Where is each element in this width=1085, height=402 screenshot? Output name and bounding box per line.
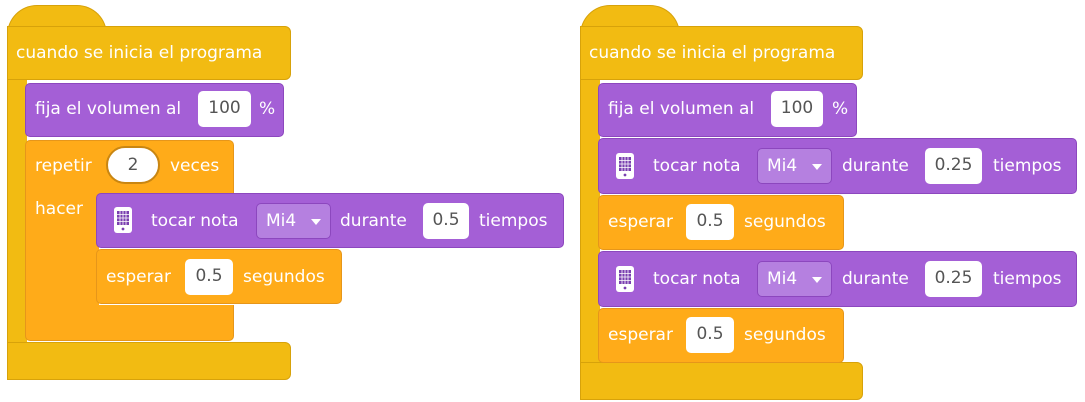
event-tail-left [7,342,291,380]
note-value: Mi4 [266,211,297,231]
play-note-label: tocar nota [151,211,239,231]
play-note-block-right-1[interactable] [598,138,1077,194]
volume-input-left[interactable]: 100 [198,91,251,127]
event-block-left[interactable] [7,26,291,80]
beats-label: tiempos [993,269,1062,289]
beats-label: tiempos [993,156,1062,176]
play-note-label: tocar nota [653,269,741,289]
note-dropdown-left[interactable]: Mi4 [256,203,331,239]
seconds-label: segundos [744,212,826,232]
wait-seconds-input-right-2[interactable]: 0.5 [686,317,734,353]
event-stem-right [580,26,600,400]
during-label: durante [842,156,909,176]
when-start-label: cuando se inicia el programa [589,43,836,63]
repeat-footer [25,305,234,341]
do-label: hacer [35,199,83,219]
percent-label: % [832,99,849,119]
set-volume-label: fija el volumen al [35,99,182,119]
play-note-block-right-2[interactable] [598,251,1077,307]
note-duration-input-left[interactable]: 0.5 [423,203,469,239]
chevron-down-icon [311,219,321,225]
speaker-grid-icon [114,207,132,233]
play-note-label: tocar nota [653,156,741,176]
event-tail-right [580,362,863,400]
seconds-label: segundos [243,267,325,287]
wait-seconds-input-left[interactable]: 0.5 [185,259,233,295]
during-label: durante [340,211,407,231]
wait-label: esperar [608,325,673,345]
note-dropdown-right-1[interactable]: Mi4 [757,148,832,184]
speaker-grid-icon [616,153,634,179]
wait-seconds-input-right-1[interactable]: 0.5 [686,204,734,240]
chevron-down-icon [812,277,822,283]
set-volume-label: fija el volumen al [608,99,755,119]
beats-label: tiempos [479,211,548,231]
speaker-grid-icon [616,266,634,292]
event-block-right[interactable] [580,26,863,80]
during-label: durante [842,269,909,289]
repeat-label: repetir [35,156,92,176]
note-duration-input-right-2[interactable]: 0.25 [925,261,982,297]
wait-label: esperar [106,267,171,287]
note-dropdown-right-2[interactable]: Mi4 [757,261,832,297]
repeat-arm [25,190,99,308]
wait-label: esperar [608,212,673,232]
when-start-label: cuando se inicia el programa [16,43,263,63]
seconds-label: segundos [744,325,826,345]
times-label: veces [170,156,220,176]
repeat-count-input[interactable]: 2 [106,146,160,184]
percent-label: % [259,99,276,119]
volume-input-right[interactable]: 100 [771,91,823,127]
note-value: Mi4 [767,269,798,289]
chevron-down-icon [812,164,822,170]
note-duration-input-right-1[interactable]: 0.25 [925,148,982,184]
note-value: Mi4 [767,156,798,176]
